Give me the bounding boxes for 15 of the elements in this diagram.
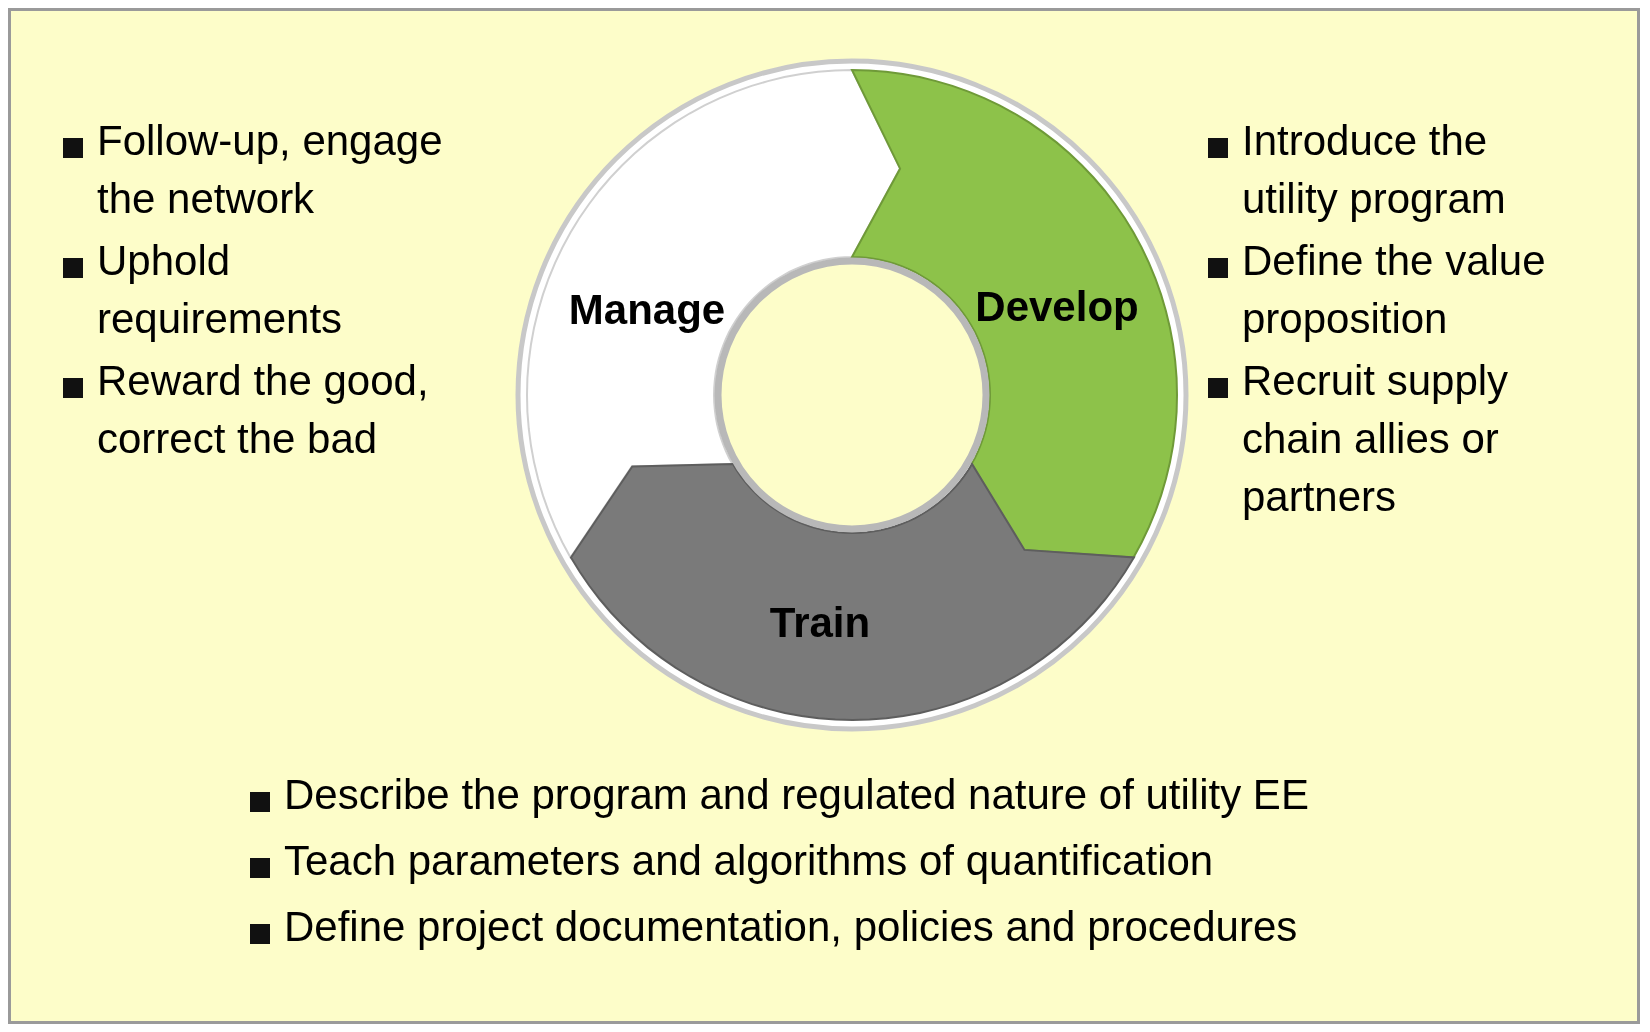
segment-label: Develop bbox=[975, 283, 1139, 331]
bullet-text: Define project documentation, policies and procedures bbox=[284, 903, 1298, 950]
bullet-text: Introduce the utility program bbox=[1242, 117, 1506, 222]
bullet-text: Recruit supply chain allies or partners bbox=[1242, 357, 1509, 520]
segment-label: Manage bbox=[568, 286, 726, 334]
bullet-text: Follow-up, engage the network bbox=[97, 117, 443, 222]
segment-label: Train bbox=[769, 599, 871, 647]
manage-arrow-segment bbox=[527, 70, 901, 558]
bullet-text: Reward the good, correct the bad bbox=[97, 357, 429, 462]
train-arrow-segment bbox=[570, 464, 1134, 720]
bullet-text: Uphold requirements bbox=[97, 237, 343, 342]
bullet-text: Describe the program and regulated nature of utility EE bbox=[284, 771, 1309, 818]
bullet-text: Teach parameters and algorithms of quantification bbox=[284, 837, 1214, 884]
bullet-text: Define the value proposition bbox=[1242, 237, 1546, 342]
develop-arrow-segment bbox=[852, 70, 1177, 558]
